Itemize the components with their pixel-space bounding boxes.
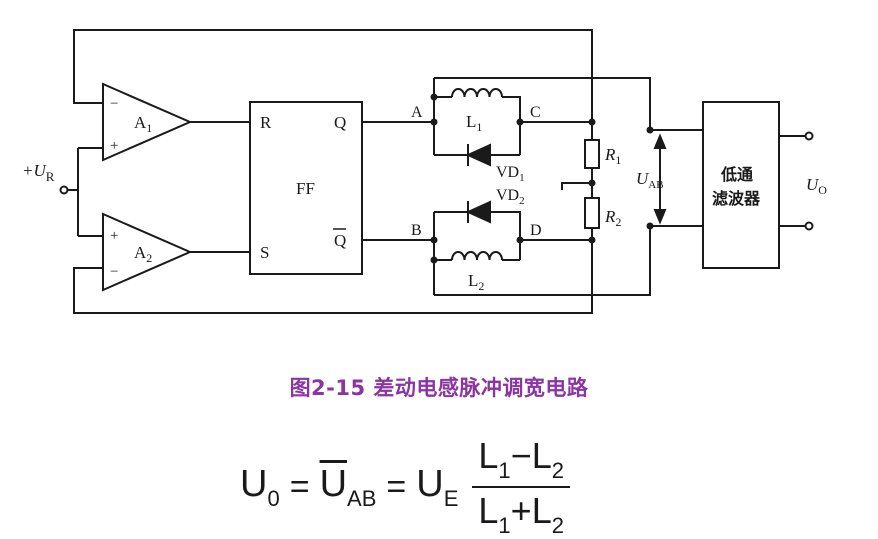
figure-caption: 图2-15 差动电感脉冲调宽电路 bbox=[289, 376, 589, 400]
low-pass-filter-box bbox=[702, 101, 780, 269]
formula-lhs: U0 bbox=[240, 462, 280, 511]
diode-vd2 bbox=[465, 200, 491, 224]
ff-name-label: FF bbox=[296, 179, 315, 198]
filter-label-line2: 滤波器 bbox=[712, 189, 761, 208]
a2-plus: + bbox=[110, 228, 118, 244]
formula-mid: UAB bbox=[319, 462, 377, 511]
a2-label: A2 bbox=[134, 243, 152, 265]
l1-label: L1 bbox=[466, 112, 482, 134]
a1-plus: + bbox=[110, 138, 118, 154]
ff-s-label: S bbox=[260, 243, 269, 262]
comparator-a1 bbox=[102, 82, 193, 162]
filter-input-wires bbox=[649, 122, 703, 230]
input-terminal bbox=[59, 185, 69, 195]
r1-label: R1 bbox=[604, 145, 621, 167]
input-label: +UR bbox=[22, 161, 55, 184]
flip-flop-box bbox=[249, 101, 363, 275]
ff-q-label: Q bbox=[334, 113, 346, 132]
output-wires bbox=[779, 135, 806, 227]
inductor-l1 bbox=[451, 88, 503, 98]
inductor-l2 bbox=[451, 251, 503, 261]
comparator-a2 bbox=[102, 212, 193, 292]
formula-numerator: L1−L2 bbox=[472, 435, 570, 488]
vd2-label: VD2 bbox=[496, 187, 525, 207]
input-wire bbox=[68, 147, 103, 237]
a2-minus: − bbox=[110, 264, 118, 280]
uab-arrow-down bbox=[653, 209, 667, 225]
feedback-wire-bottom bbox=[73, 230, 593, 314]
filter-label-line1: 低通 bbox=[720, 165, 753, 184]
formula-denominator: L1+L2 bbox=[478, 490, 564, 538]
vd1-label: VD1 bbox=[496, 164, 525, 184]
upper-branch-wires bbox=[433, 77, 651, 156]
node-d-label: D bbox=[530, 222, 542, 239]
resistor-r2 bbox=[584, 197, 600, 229]
ff-qbar-label: Q bbox=[334, 231, 346, 250]
formula-eq-2: = bbox=[386, 467, 407, 506]
junction-dots bbox=[430, 93, 654, 264]
a1-minus: − bbox=[110, 96, 118, 112]
output-formula: U0 = UAB = UE L1−L2 L1+L2 bbox=[240, 435, 570, 538]
feedback-wire-top bbox=[73, 29, 593, 140]
l2-label: L2 bbox=[468, 271, 484, 293]
ff-r-label: R bbox=[260, 113, 272, 132]
formula-eq-1: = bbox=[289, 467, 310, 506]
node-a-label: A bbox=[411, 104, 423, 121]
r2-label: R2 bbox=[604, 207, 621, 229]
uo-label: UO bbox=[806, 175, 827, 197]
formula-fraction: L1−L2 L1+L2 bbox=[472, 435, 570, 539]
a1-label: A1 bbox=[134, 113, 152, 135]
diode-vd1 bbox=[465, 143, 491, 167]
node-c-label: C bbox=[530, 104, 541, 121]
lower-branch-wires bbox=[433, 211, 651, 296]
output-terminal-top bbox=[804, 131, 814, 141]
uab-arrow-up bbox=[653, 133, 667, 149]
resistor-tap bbox=[561, 182, 592, 190]
resistor-r1 bbox=[584, 139, 600, 169]
node-b-label: B bbox=[411, 222, 422, 239]
circuit-diagram: +UR − + A1 + − A2 R S Q Q FF A B C D L1 … bbox=[22, 29, 827, 314]
output-terminal-bottom bbox=[804, 221, 814, 231]
uab-label: UAB bbox=[636, 169, 664, 191]
formula-rhs: UE bbox=[416, 462, 459, 511]
